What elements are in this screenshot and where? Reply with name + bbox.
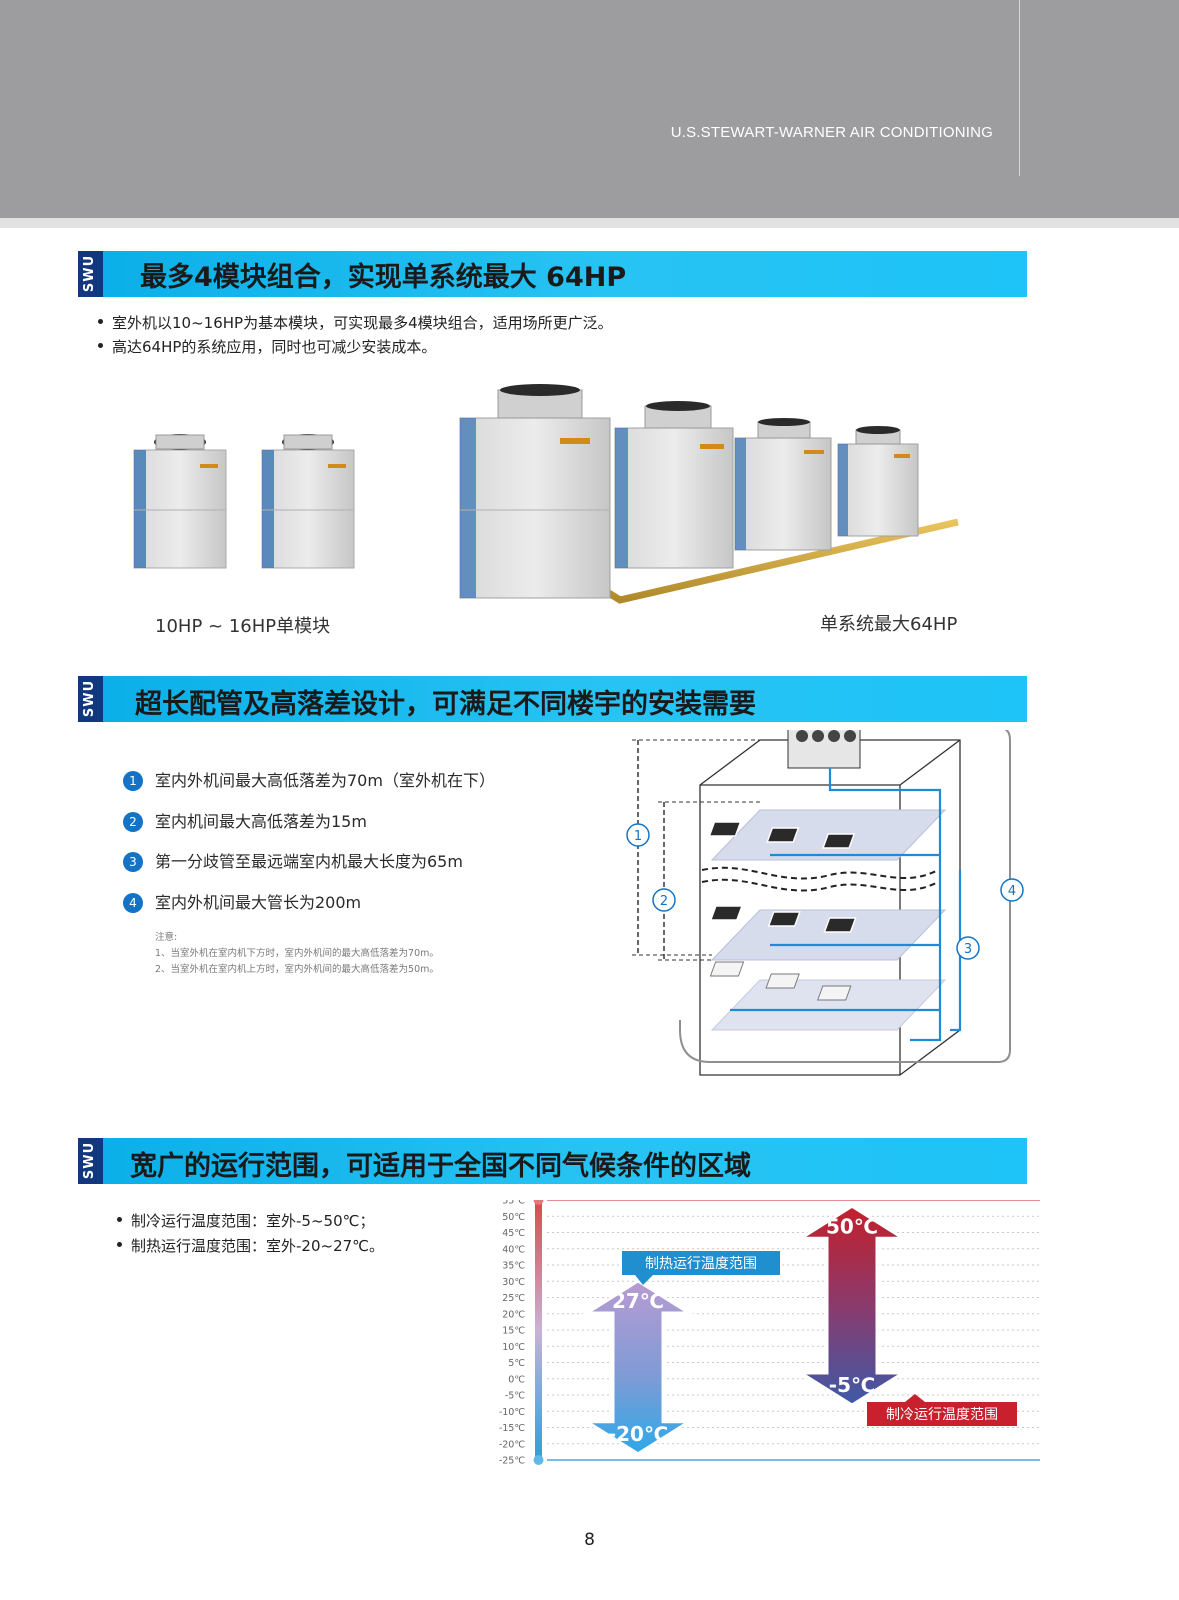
section3-logo: SWU	[78, 1138, 103, 1184]
section1-bullet-2: 高达64HP的系统应用，同时也可减少安装成本。	[98, 336, 436, 357]
heating-range-tag: 制热运行温度范围	[622, 1251, 780, 1285]
cooling-range-tag: 制冷运行温度范围	[867, 1394, 1017, 1426]
note-2: 2、当室外机在室内机上方时，室内外机间的最大高低落差为50m。	[155, 964, 439, 975]
notes-block: 注意: 1、当室外机在室内机下方时，室内外机间的最大高低落差为70m。 2、当室…	[155, 930, 439, 978]
cooling-range-arrow-max-label: 50℃	[826, 1214, 878, 1238]
diagram-label-1: 1	[634, 829, 642, 844]
outdoor-units-illustration	[133, 384, 959, 604]
caption-single-module: 10HP ~ 16HP单模块	[155, 616, 331, 637]
section3-title: 宽广的运行范围，可适用于全国不同气候条件的区域	[130, 1151, 751, 1182]
single-module-1	[133, 434, 227, 569]
y-tick-label: -25℃	[499, 1456, 526, 1467]
building-piping-diagram: 1 2 3 4	[626, 730, 1024, 1076]
section1-bar	[78, 251, 1027, 297]
floor-middle	[710, 909, 947, 961]
page-number: 8	[584, 1530, 595, 1550]
section3-bullet-1: 制冷运行温度范围：室外-5~50℃；	[117, 1210, 374, 1231]
note-1: 1、当室外机在室内机下方时，室内外机间的最大高低落差为70m。	[155, 948, 439, 959]
diagram-label-3: 3	[964, 942, 972, 957]
section1-logo: SWU	[78, 251, 103, 297]
heating-range-arrow-max-label: 27℃	[612, 1289, 664, 1313]
combined-module-2	[614, 401, 734, 569]
y-tick-label: -10℃	[499, 1407, 526, 1418]
header-stripe	[0, 218, 1179, 228]
y-tick-label: 15℃	[502, 1326, 525, 1337]
y-tick-label: 40℃	[502, 1244, 525, 1255]
combined-module-1	[459, 384, 611, 599]
y-tick-label: 55℃	[502, 1200, 525, 1207]
header-band	[0, 0, 1179, 218]
thermometer-bar	[535, 1200, 542, 1460]
cooling-range-arrow-min-label: -5℃	[829, 1373, 875, 1397]
section2-bar	[78, 676, 1027, 722]
y-tick-label: 0℃	[508, 1374, 525, 1385]
header-divider	[1019, 0, 1020, 176]
note-title: 注意:	[155, 932, 178, 943]
temperature-range-chart: 55℃ 50℃ 45℃ 40℃ 35℃ 30℃ 25℃ 20℃ 15℃ 10℃ 5℃ 0℃ -5℃ -10…	[499, 1200, 1040, 1467]
section1-bullet-1: 室外机以10~16HP为基本模块，可实现最多4模块组合，适用场所更广泛。	[98, 312, 613, 333]
caption-max-system: 单系统最大64HP	[820, 614, 958, 635]
y-tick-label: 25℃	[502, 1293, 525, 1304]
y-tick-label: 50℃	[502, 1212, 525, 1223]
thermometer-bottom-bulb	[533, 1455, 544, 1465]
thermometer-top-bulb	[533, 1200, 544, 1205]
y-tick-label: 5℃	[508, 1358, 525, 1369]
single-module-2	[261, 434, 355, 569]
y-tick-label: 20℃	[502, 1309, 525, 1320]
section2-title: 超长配管及高落差设计，可满足不同楼宇的安装需要	[135, 689, 756, 720]
heating-range-arrow	[581, 1279, 695, 1456]
diagram-label-4: 4	[1008, 884, 1016, 899]
y-tick-label: -15℃	[499, 1423, 526, 1434]
y-tick-label: 10℃	[502, 1342, 525, 1353]
y-tick-label: 30℃	[502, 1277, 525, 1288]
combined-module-3	[734, 418, 832, 551]
heating-range-label: 制热运行温度范围	[645, 1255, 757, 1272]
section1-title: 最多4模块组合，实现单系统最大 64HP	[140, 262, 627, 293]
chart-y-ticks: 55℃ 50℃ 45℃ 40℃ 35℃ 30℃ 25℃ 20℃ 15℃ 10℃ 5℃ 0℃ -5℃ -10…	[499, 1200, 526, 1467]
y-tick-label: 35℃	[502, 1261, 525, 1272]
y-tick-label: -5℃	[505, 1391, 525, 1402]
y-tick-label: 45℃	[502, 1228, 525, 1239]
floor-bottom	[710, 979, 947, 1031]
chart-grid	[547, 1200, 1040, 1461]
cooling-range-arrow	[795, 1204, 909, 1407]
diagram-label-2: 2	[660, 894, 668, 909]
roof-outdoor-unit	[787, 730, 861, 769]
y-tick-label: -20℃	[499, 1439, 526, 1450]
section2-logo: SWU	[78, 676, 103, 722]
section3-bar	[78, 1138, 1027, 1184]
section3-bullet-2: 制热运行温度范围：室外-20~27℃。	[117, 1235, 384, 1256]
heating-range-arrow-min-label: -20℃	[608, 1422, 668, 1446]
cooling-range-label: 制冷运行温度范围	[886, 1406, 998, 1423]
combined-module-4	[837, 426, 919, 537]
brand-name: U.S.STEWART-WARNER AIR CONDITIONING	[670, 124, 993, 141]
